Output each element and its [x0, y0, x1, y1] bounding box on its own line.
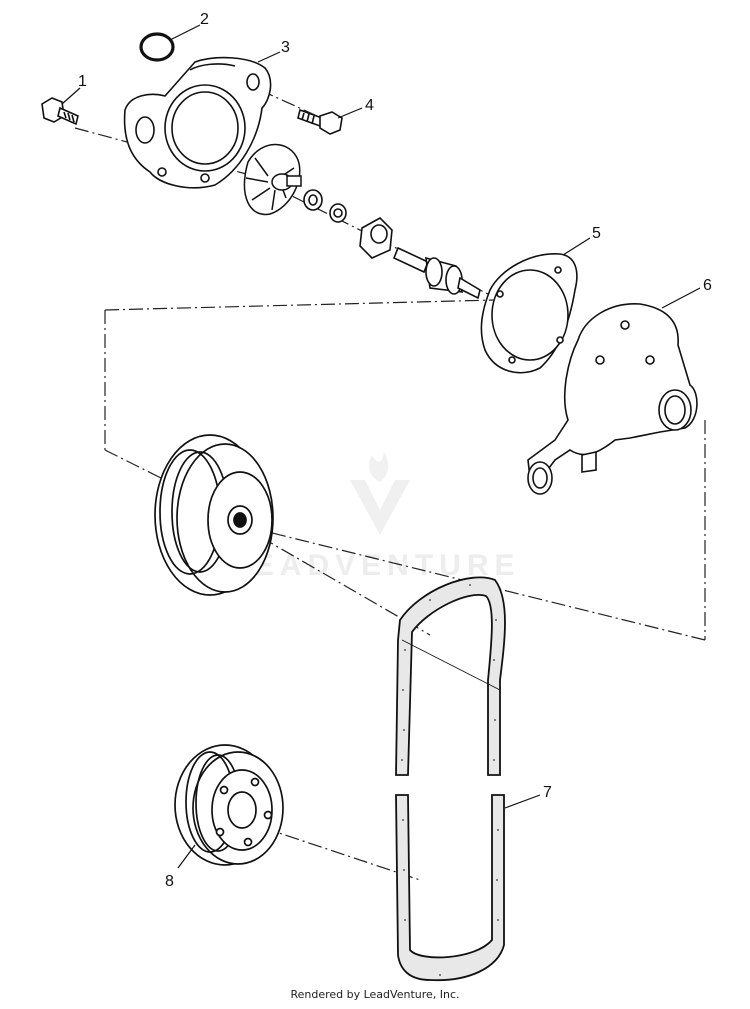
belt-texture: [401, 584, 499, 976]
impeller: [243, 143, 302, 216]
part-4-screw: [297, 108, 343, 135]
part-6-pump-body: [527, 303, 698, 495]
part-1-bolt: [41, 97, 79, 126]
watermark-text: LEADVENTURE: [229, 549, 520, 582]
callout-6: 6: [703, 277, 712, 294]
part-2-o-ring: [139, 32, 175, 62]
callout-3: 3: [281, 39, 290, 56]
part-7-v-belt: [395, 576, 506, 982]
callout-7: 7: [543, 784, 552, 801]
leadventure-watermark: LEADVENTURE: [229, 452, 520, 582]
seal-set: [303, 189, 393, 259]
callouts: 1 2 3 4 5 6 7 8: [78, 11, 712, 890]
part-3-pump-cover: [123, 56, 272, 189]
callout-2: 2: [200, 11, 209, 28]
bearing-shaft: [392, 246, 481, 300]
callout-1: 1: [78, 73, 87, 90]
callout-8: 8: [165, 873, 174, 890]
callout-4: 4: [365, 97, 374, 114]
credit-line: Rendered by LeadVenture, Inc.: [290, 988, 460, 1001]
part-5-gasket: [480, 253, 578, 374]
part-8-crank-pulley: [174, 744, 284, 866]
callout-5: 5: [592, 225, 601, 242]
leader-lines: [61, 24, 701, 869]
fan-pulley: [154, 434, 274, 596]
